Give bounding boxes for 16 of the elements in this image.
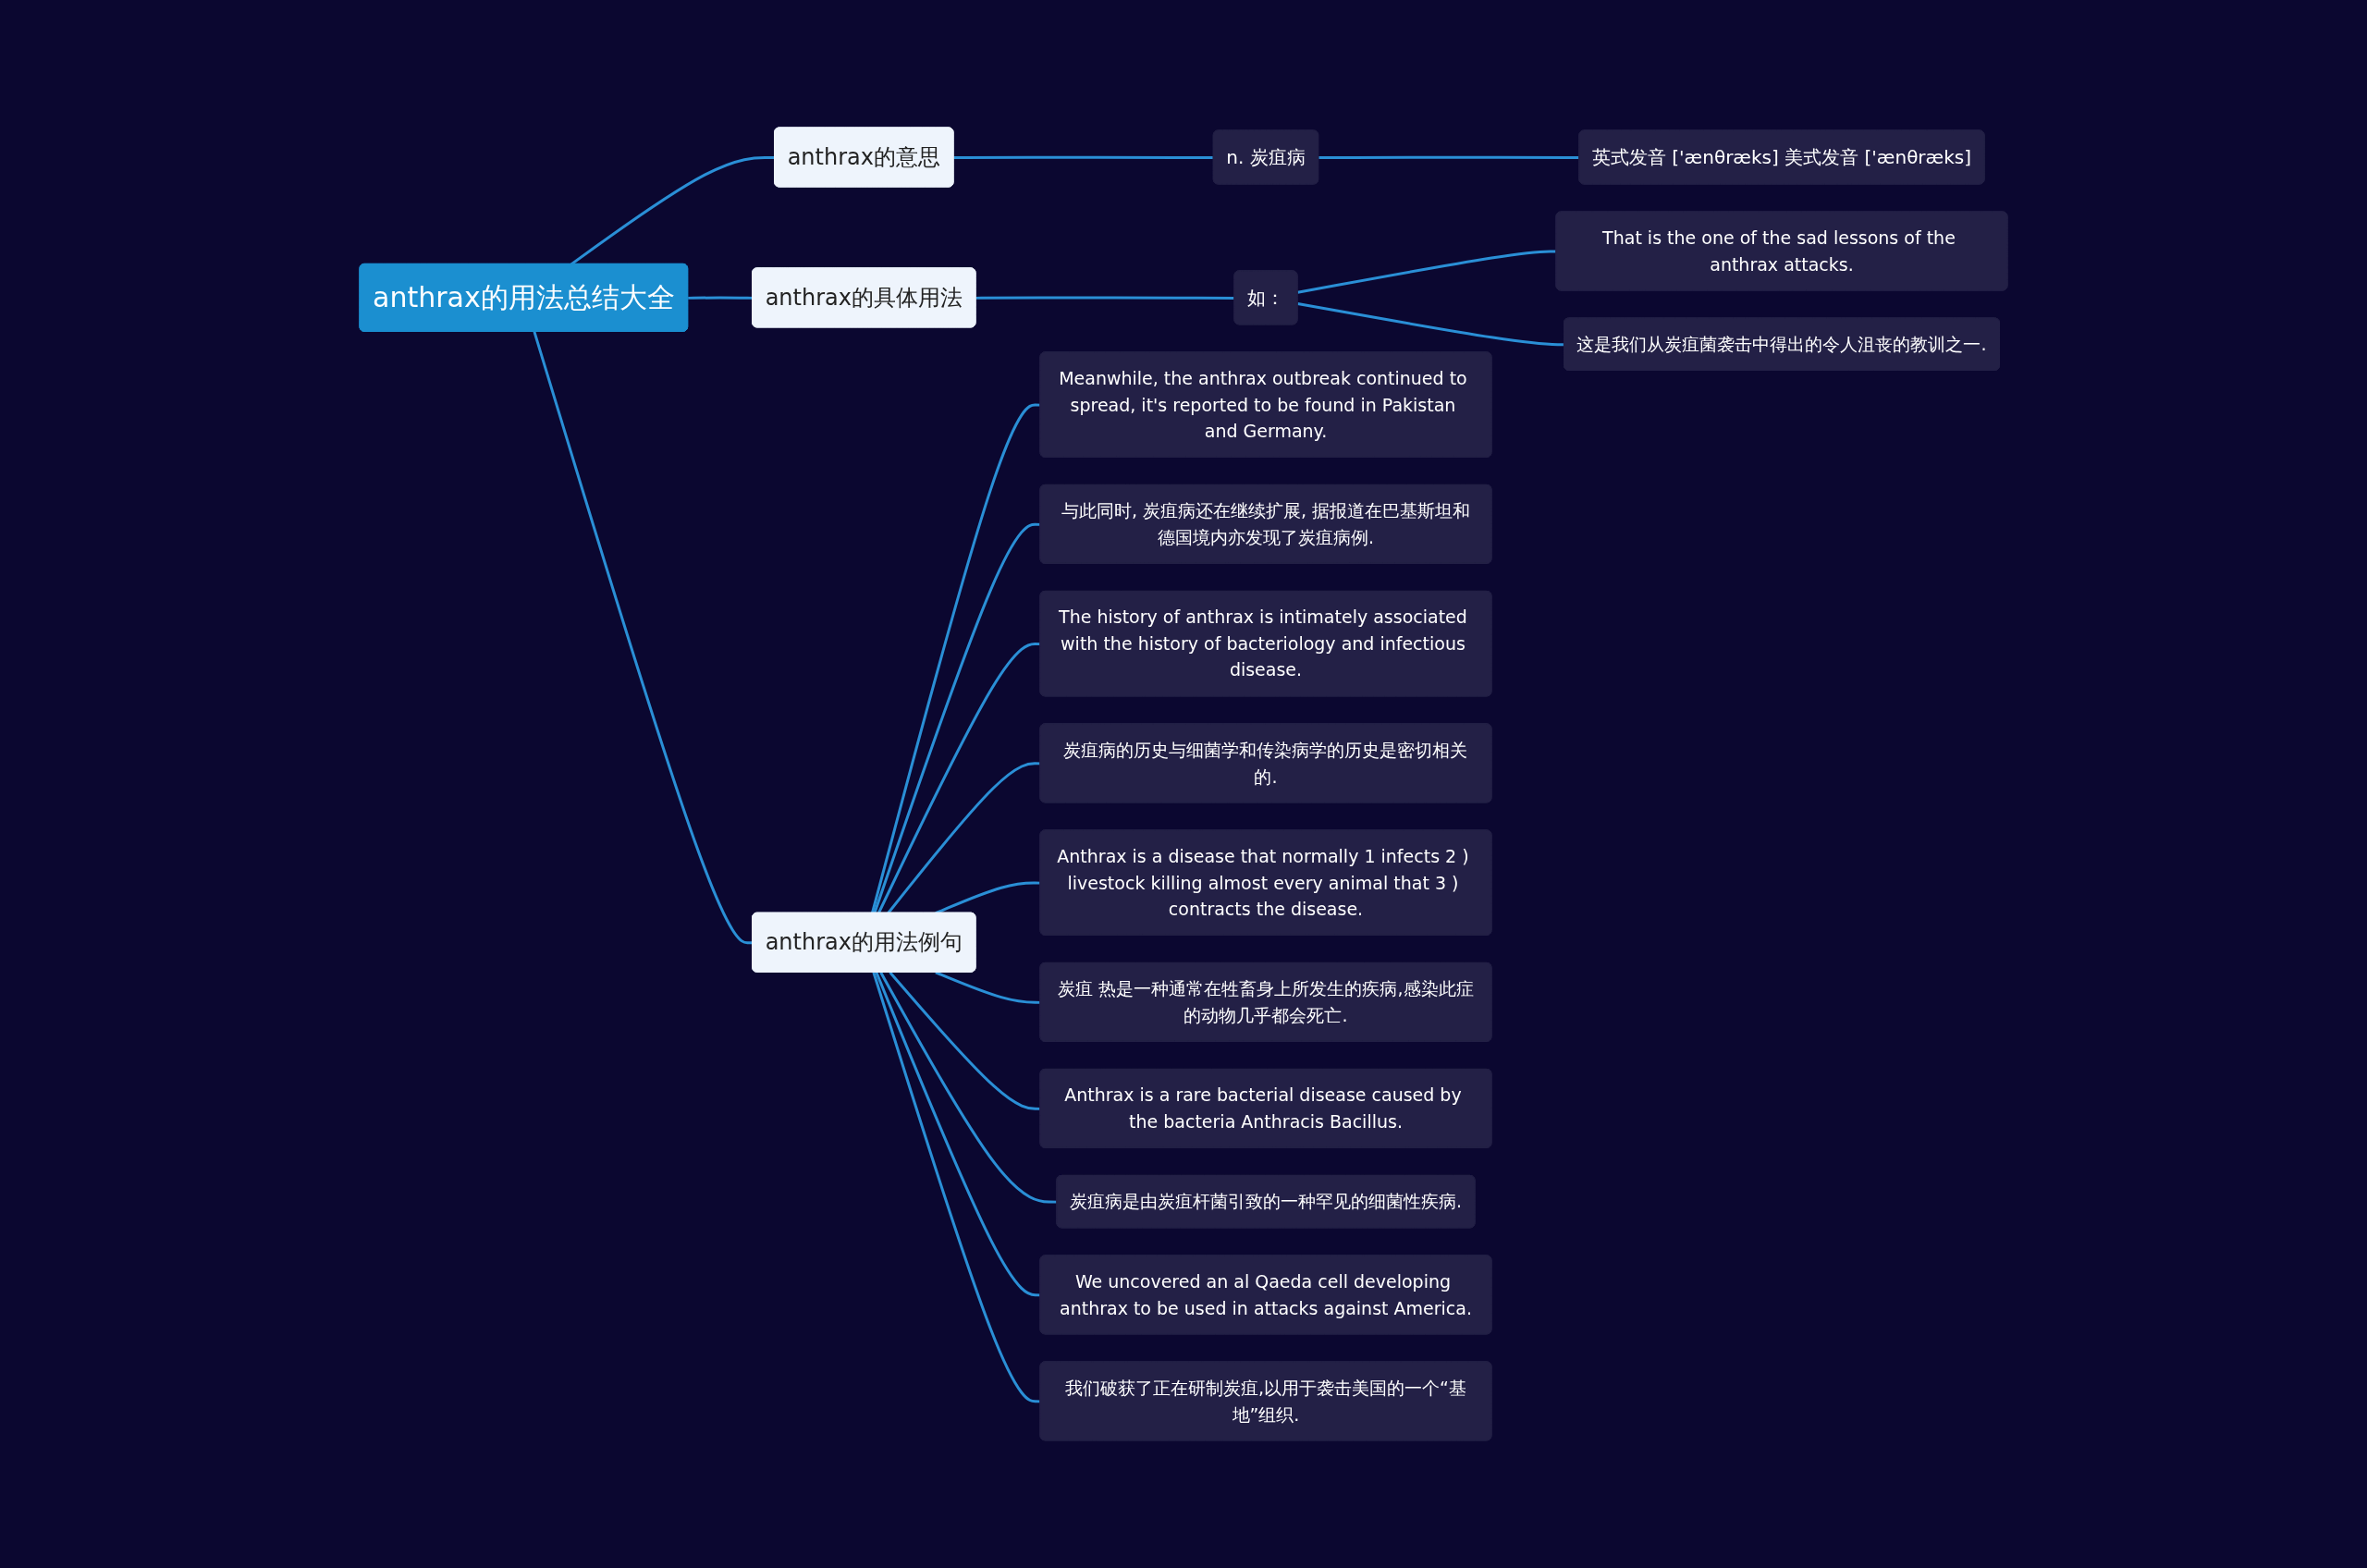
connector xyxy=(879,972,1058,1204)
connector xyxy=(533,331,754,945)
connector xyxy=(889,971,1041,1110)
connector xyxy=(873,522,1041,914)
connector xyxy=(875,972,1041,1297)
connector xyxy=(688,296,754,300)
connector xyxy=(877,643,1041,914)
connector xyxy=(935,971,1041,1004)
connector xyxy=(887,762,1041,914)
connector xyxy=(870,403,1041,914)
connector xyxy=(1297,302,1564,347)
connector xyxy=(975,296,1235,300)
connector xyxy=(1297,250,1557,294)
connector xyxy=(953,155,1214,160)
connector xyxy=(1318,155,1580,160)
connector xyxy=(872,972,1041,1403)
